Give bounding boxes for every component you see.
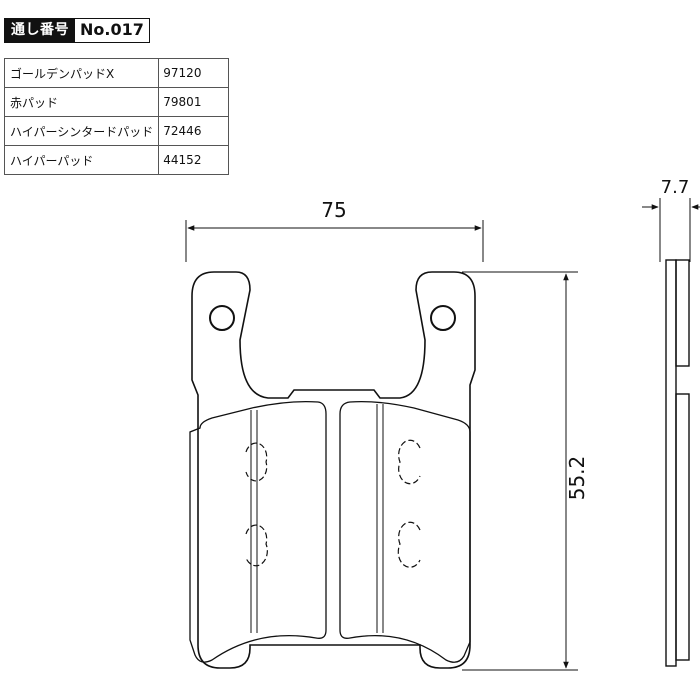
width-label: 75 (321, 198, 346, 222)
serial-number-value: No.017 (75, 19, 149, 42)
backing-plate (191, 271, 476, 669)
serial-number-header: 通し番号 No.017 (4, 18, 150, 43)
serial-number-label: 通し番号 (5, 19, 75, 42)
height-label: 55.2 (565, 456, 589, 501)
compound-table: ゴールデンパッドX 97120 赤パッド 79801 ハイパーシンタードパッド … (3, 58, 230, 175)
table-row: ゴールデンパッドX 97120 (3, 58, 230, 88)
height-dimension: 55.2 (462, 271, 589, 671)
friction-pad-right (339, 400, 471, 663)
mounting-hole-right (430, 305, 456, 331)
thickness-dimension: 7.7 (642, 177, 700, 262)
compound-name: ハイパーシンタードパッド (3, 116, 160, 146)
mounting-hole-left (209, 305, 235, 331)
friction-pad-left (189, 400, 327, 663)
compound-name: 赤パッド (3, 87, 160, 117)
width-dimension: 75 (185, 198, 484, 262)
compound-name: ハイパーパッド (3, 145, 160, 175)
thickness-label: 7.7 (661, 177, 690, 198)
compound-name: ゴールデンパッドX (3, 58, 160, 88)
table-row: 赤パッド 79801 (3, 87, 230, 117)
part-code: 44152 (158, 145, 230, 175)
side-profile-view (665, 259, 690, 667)
part-code: 79801 (158, 87, 230, 117)
table-row: ハイパーパッド 44152 (3, 145, 230, 175)
